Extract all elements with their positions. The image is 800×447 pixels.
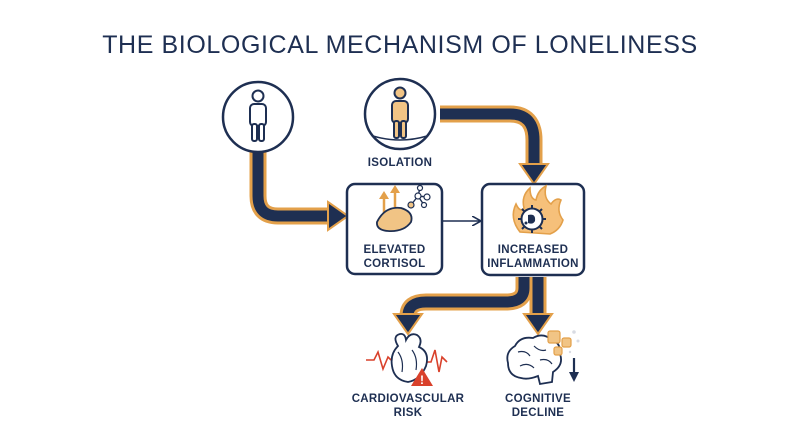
cardio-label-line2: RISK [393,407,423,419]
inflammation-node [480,182,586,277]
cardio-label: CARDIOVASCULAR RISK [338,392,478,420]
person-node [221,80,295,154]
heart-warning-icon: ! [366,332,448,387]
cortisol-label-line1: ELEVATED [363,244,426,256]
inflammation-label: INCREASED INFLAMMATION [478,243,588,271]
cortisol-node [345,182,444,276]
cardio-label-line1: CARDIOVASCULAR [351,393,465,405]
svg-text:!: ! [420,373,424,387]
adrenal-gland-icon [376,184,431,232]
inflammation-label-line2: INFLAMMATION [487,258,579,270]
page-title: THE BIOLOGICAL MECHANISM OF LONELINESS [102,31,698,59]
cognitive-label-line2: DECLINE [511,407,565,419]
isolation-label: ISOLATION [367,157,433,169]
inflammation-label-line1: INCREASED [497,244,569,256]
cognitive-label: COGNITIVE DECLINE [480,392,596,420]
arrow-isolation-to-inflammation [440,105,550,186]
inflamed-cell-icon [512,184,564,235]
isolation-node [363,77,437,151]
isolation-person-icon [391,86,409,139]
brain-decline-icon [506,330,580,386]
person-icon [249,89,267,142]
arrow-inflammation-to-cardio [392,277,533,336]
cognitive-label-line1: COGNITIVE [505,393,571,405]
cortisol-label-line2: CORTISOL [363,258,426,270]
arrow-person-to-cortisol [249,152,350,232]
arrow-inflammation-to-cognitive [522,277,554,336]
cortisol-label: ELEVATED CORTISOL [347,243,442,271]
